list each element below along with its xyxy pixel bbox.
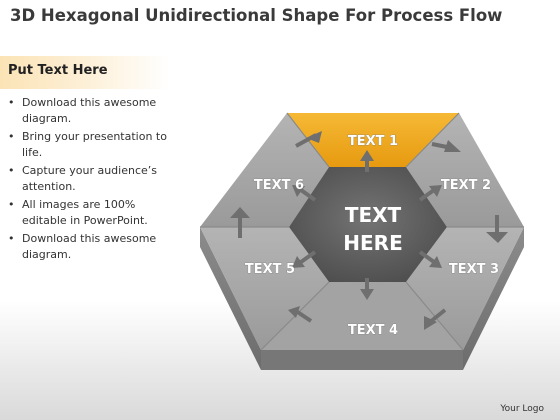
- arrow-down-right-icon: [429, 256, 442, 268]
- segment-1-label: TEXT 1: [348, 134, 398, 149]
- segment-6-label: TEXT 6: [254, 178, 304, 193]
- bullet-item: Capture your audience’s attention.: [6, 163, 178, 195]
- arrow-3-to-4-icon: [424, 316, 437, 330]
- logo-text: Your Logo: [500, 404, 544, 414]
- arrow-2-to-3-icon: [486, 232, 508, 243]
- center-label-line2: HERE: [343, 231, 402, 255]
- center-arrows: [299, 160, 436, 290]
- hex-side-right: [463, 227, 524, 370]
- bullet-item: Bring your presentation to life.: [6, 129, 178, 161]
- segment-5-label: TEXT 5: [245, 262, 295, 277]
- segment-4-label: TEXT 4: [348, 323, 398, 338]
- hex-side-left: [200, 227, 261, 370]
- slide-title: 3D Hexagonal Unidirectional Shape For Pr…: [10, 6, 503, 25]
- segment-4: [261, 282, 463, 350]
- segment-1: [287, 113, 459, 167]
- arrow-up-left-icon: [292, 185, 305, 197]
- center-hexagon: [289, 167, 447, 282]
- arrow-4-to-5-icon: [288, 306, 300, 318]
- hex-side-front: [261, 350, 463, 370]
- arrow-down-left-icon: [292, 256, 305, 268]
- arrow-down-icon: [360, 289, 374, 300]
- segment-3-label: TEXT 3: [449, 262, 499, 277]
- arrow-up-right-icon: [429, 185, 442, 197]
- subtitle-band: [0, 56, 170, 89]
- bullet-list: Download this awesome diagram. Bring you…: [6, 95, 178, 265]
- panel-subtitle: Put Text Here: [8, 63, 108, 78]
- segment-6: [200, 113, 329, 227]
- segment-3: [406, 227, 524, 350]
- segment-2: [406, 113, 524, 227]
- center-arrowheads: [292, 150, 442, 300]
- bullet-item: Download this awesome diagram.: [6, 231, 178, 263]
- arrow-up-icon: [360, 150, 374, 161]
- arrow-5-to-6-icon: [230, 207, 250, 218]
- center-label-line1: TEXT: [345, 203, 402, 227]
- flow-arrows: [230, 131, 508, 330]
- bullet-item: All images are 100% editable in PowerPoi…: [6, 197, 178, 229]
- segment-2-label: TEXT 2: [441, 178, 491, 193]
- bullet-item: Download this awesome diagram.: [6, 95, 178, 127]
